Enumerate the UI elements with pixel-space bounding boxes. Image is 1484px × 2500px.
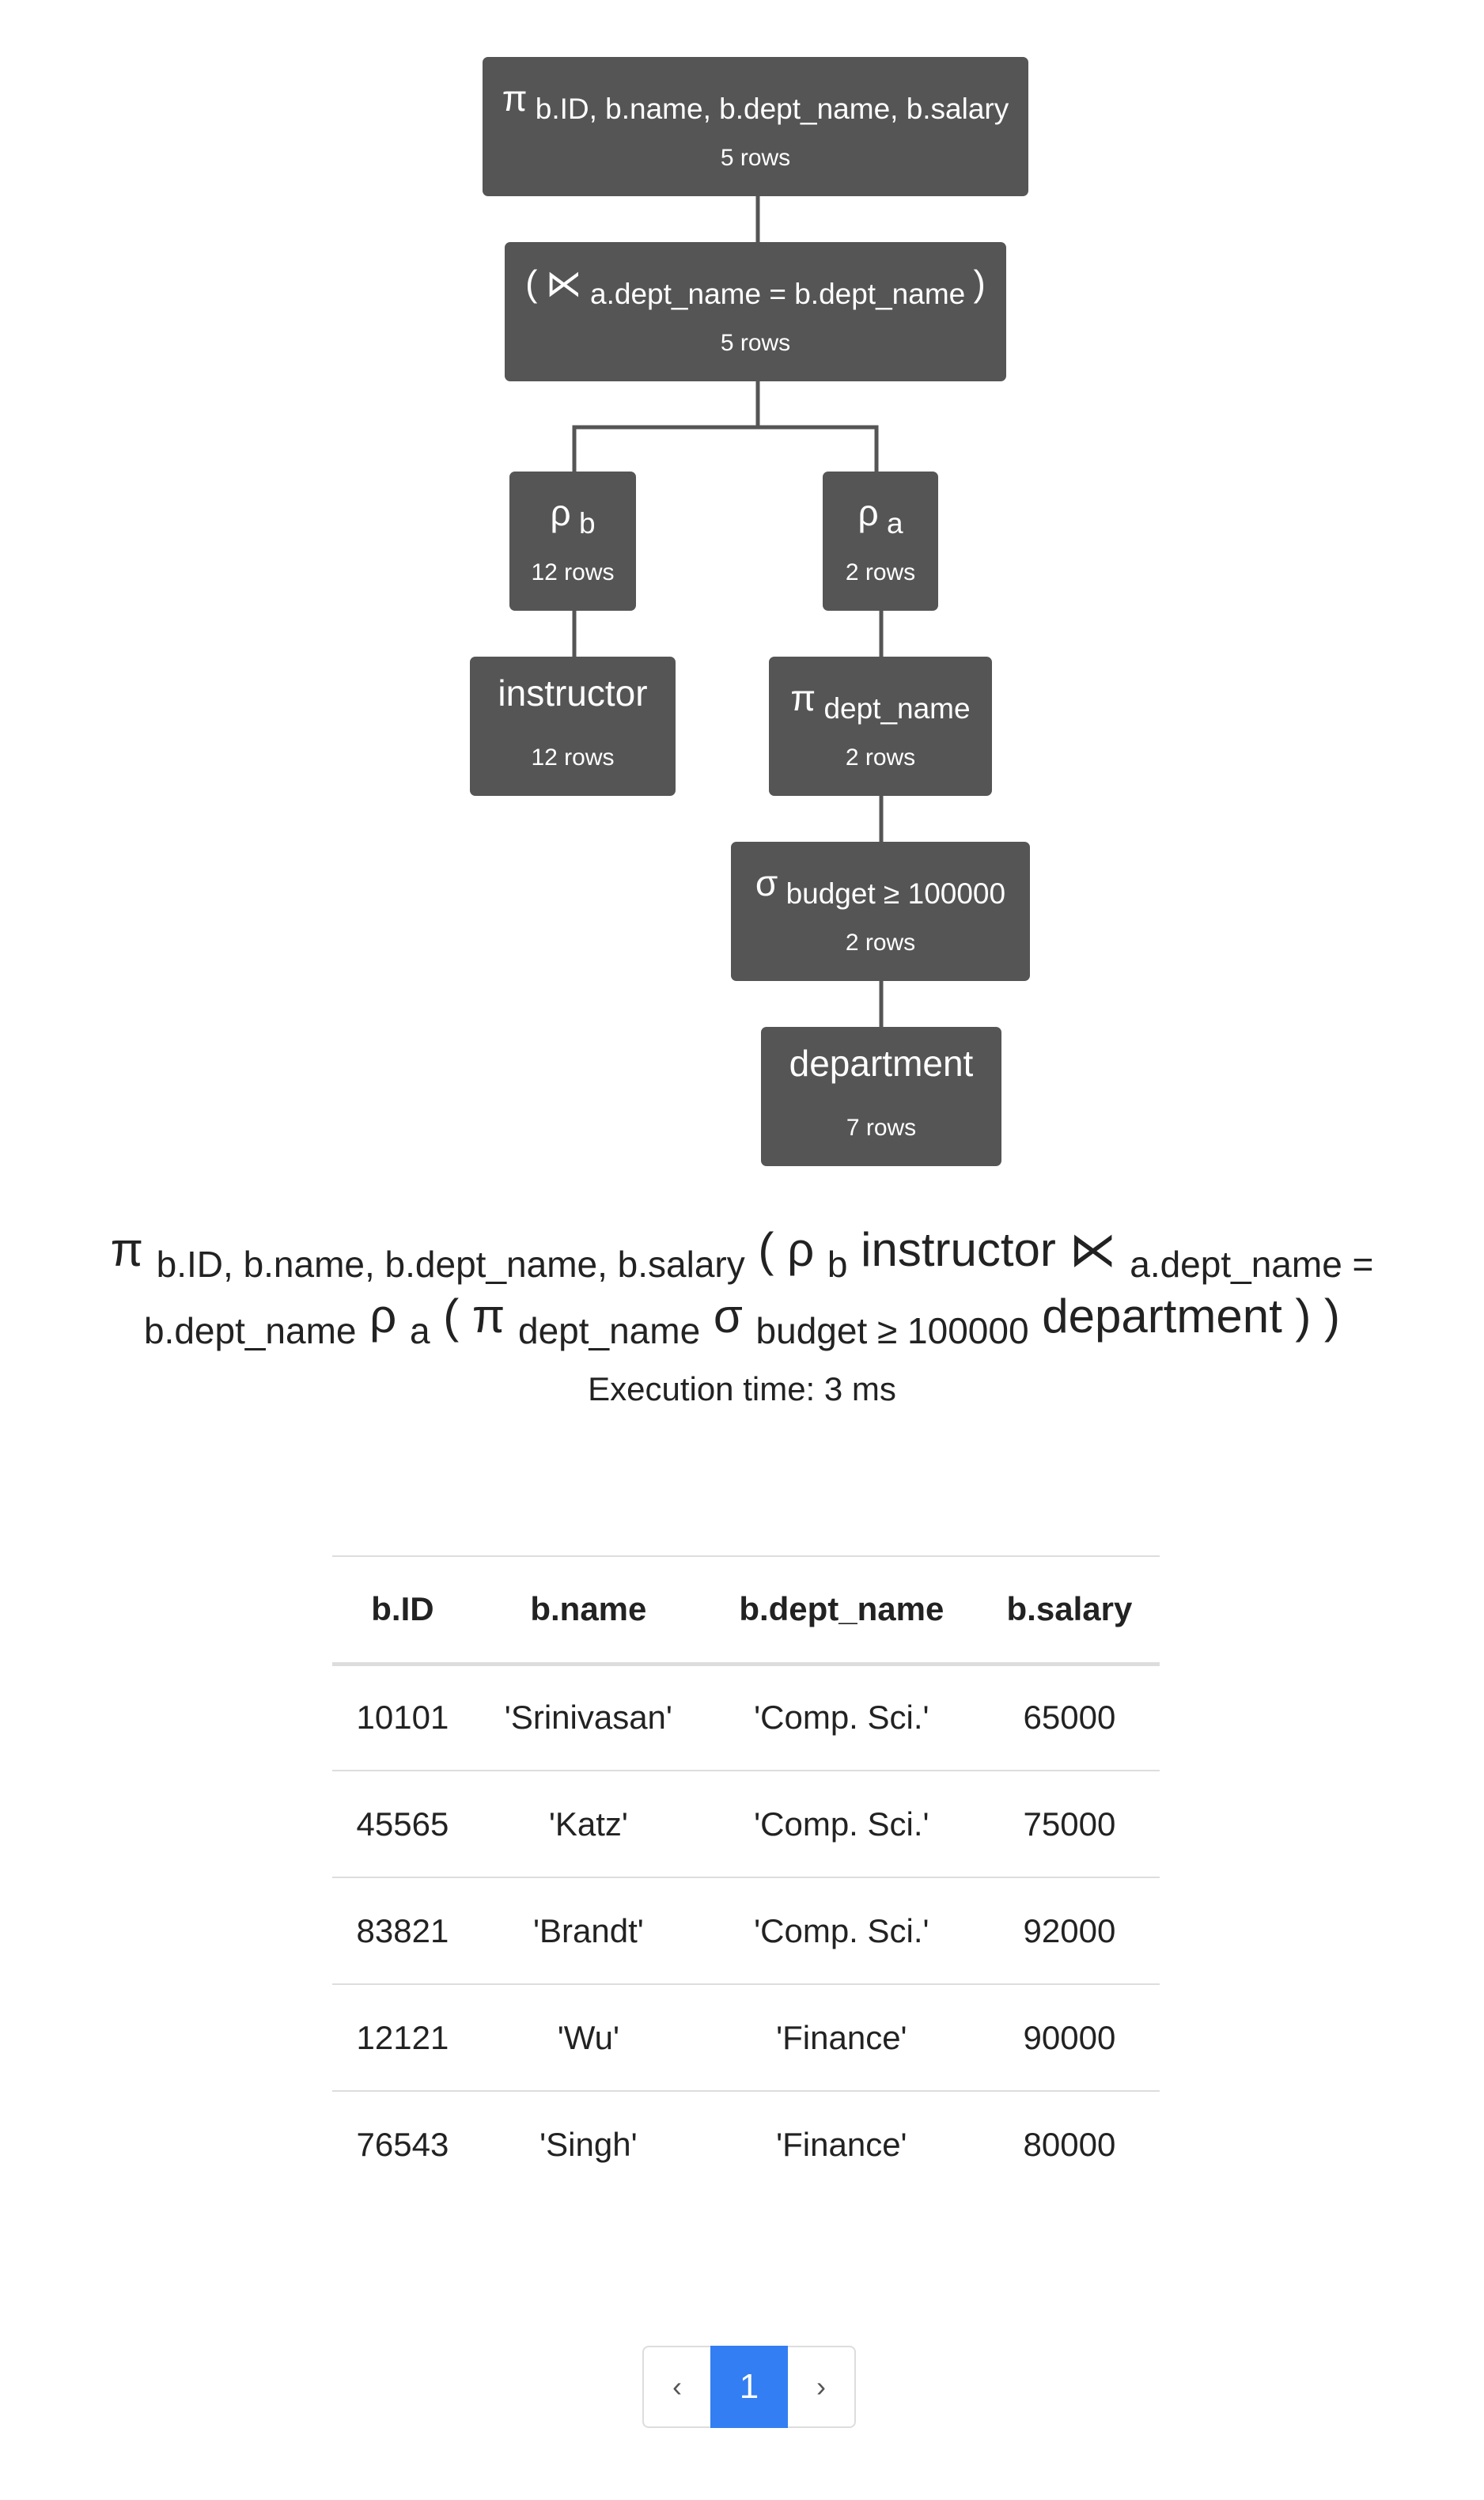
node-label: ( ⋉ a.dept_name = b.dept_name ): [505, 263, 1006, 310]
table-cell: 'Comp. Sci.': [754, 1911, 929, 1949]
join-condition: a.dept_name = b.dept_name: [590, 278, 966, 310]
row-count: 2 rows: [845, 744, 916, 771]
node-label: σ budget ≥ 100000: [731, 862, 1030, 910]
rename-operator: ρ: [857, 492, 879, 533]
table-row: 45565 'Katz' 'Comp. Sci.' 75000: [332, 1771, 1160, 1877]
selection-operator: σ: [713, 1290, 743, 1343]
join-condition: a.dept_name = b.dept_name: [143, 1244, 1374, 1351]
table-row: 12121 'Wu' 'Finance' 90000: [332, 1984, 1160, 2091]
tree-node-projection-root[interactable]: π b.ID, b.name, b.dept_name, b.salary 5 …: [483, 57, 1028, 196]
table-header-row: b.ID b.name b.dept_name b.salary: [332, 1556, 1160, 1664]
projection-attributes: b.ID, b.name, b.dept_name, b.salary: [156, 1244, 745, 1285]
previous-page-button[interactable]: ‹: [642, 2346, 710, 2428]
next-page-button[interactable]: ›: [788, 2346, 856, 2428]
rename-operator: ρ: [550, 492, 571, 533]
tree-node-projection-dept[interactable]: π dept_name 2 rows: [769, 657, 992, 796]
tree-node-selection[interactable]: σ budget ≥ 100000 2 rows: [731, 842, 1030, 981]
chevron-right-icon: ›: [816, 2370, 826, 2403]
rename-alias: b: [578, 507, 596, 540]
table-cell: 83821: [356, 1911, 449, 1949]
row-count: 7 rows: [846, 1115, 917, 1141]
row-count: 12 rows: [531, 559, 615, 585]
rename-alias: a: [409, 1310, 430, 1351]
node-label: π dept_name: [769, 677, 992, 725]
table-cell: 'Katz': [548, 1805, 628, 1843]
open-paren: (: [758, 1223, 774, 1276]
semijoin-operator: ⋉: [1069, 1223, 1117, 1276]
tree-node-semijoin[interactable]: ( ⋉ a.dept_name = b.dept_name ) 5 rows: [505, 242, 1006, 381]
semijoin-operator: ⋉: [545, 263, 582, 304]
relational-algebra-expression: π b.ID, b.name, b.dept_name, b.salary ( …: [55, 1218, 1429, 1351]
page-1-button[interactable]: 1: [710, 2346, 788, 2428]
tree-connectors: [572, 196, 884, 1027]
tree-node-rename-b[interactable]: ρ b 12 rows: [509, 472, 636, 611]
relation-name: department: [789, 1043, 974, 1084]
projection-attributes: b.ID, b.name, b.dept_name, b.salary: [535, 93, 1009, 125]
tree-node-department[interactable]: department 7 rows: [761, 1027, 1001, 1166]
table-cell: 'Srinivasan': [504, 1699, 672, 1737]
table-cell: 80000: [1023, 2126, 1116, 2163]
open-paren: (: [443, 1290, 460, 1343]
table-cell: 90000: [1023, 2018, 1116, 2056]
node-label: ρ a: [823, 492, 938, 540]
table-row: 76543 'Singh' 'Finance' 80000: [332, 2091, 1160, 2198]
table-cell: 92000: [1023, 1911, 1116, 1949]
projection-operator: π: [502, 78, 528, 119]
table-cell: 'Wu': [557, 2018, 619, 2056]
chevron-left-icon: ‹: [672, 2370, 682, 2403]
projection-attributes: dept_name: [823, 692, 971, 725]
relation-name: department: [1042, 1290, 1282, 1343]
table-cell: 'Singh': [539, 2126, 638, 2163]
result-table: b.ID b.name b.dept_name b.salary 10101 '…: [332, 1555, 1160, 2198]
table-cell: 'Brandt': [532, 1911, 644, 1949]
column-header[interactable]: b.salary: [1006, 1590, 1133, 1628]
rename-alias: a: [886, 507, 903, 540]
operator-tree: π b.ID, b.name, b.dept_name, b.salary 5 …: [0, 0, 1484, 1171]
projection-operator: π: [790, 677, 816, 718]
selection-condition: budget ≥ 100000: [786, 877, 1006, 910]
relation-name: instructor: [498, 672, 648, 714]
projection-attributes: dept_name: [517, 1310, 701, 1351]
rename-alias: b: [827, 1244, 848, 1285]
selection-condition: budget ≥ 100000: [755, 1310, 1029, 1351]
open-paren: (: [525, 263, 538, 304]
table-cell: 'Finance': [776, 2126, 907, 2163]
table-cell: 'Comp. Sci.': [754, 1805, 929, 1843]
rename-operator: ρ: [787, 1223, 815, 1276]
table-row: 83821 'Brandt' 'Comp. Sci.' 92000: [332, 1877, 1160, 1984]
table-cell: 'Comp. Sci.': [754, 1699, 929, 1737]
relation-name: instructor: [861, 1223, 1056, 1276]
connector-join-branches: [572, 381, 760, 472]
table-cell: 75000: [1023, 1805, 1116, 1843]
table-cell: 12121: [356, 2018, 449, 2056]
projection-operator: π: [110, 1223, 143, 1276]
close-parens: ) ): [1295, 1290, 1341, 1343]
row-count: 2 rows: [845, 559, 916, 585]
table-cell: 45565: [356, 1805, 449, 1843]
tree-node-instructor[interactable]: instructor 12 rows: [470, 657, 676, 796]
table-cell: 65000: [1023, 1699, 1116, 1737]
execution-time: Execution time: 3 ms: [588, 1370, 896, 1407]
node-label: ρ b: [509, 492, 636, 540]
row-count: 5 rows: [720, 330, 791, 356]
table-cell: 76543: [356, 2126, 449, 2163]
tree-node-rename-a[interactable]: ρ a 2 rows: [823, 472, 938, 611]
rename-operator: ρ: [369, 1290, 397, 1343]
row-count: 12 rows: [531, 744, 615, 771]
pagination: ‹ 1 ›: [642, 2346, 856, 2428]
column-header[interactable]: b.ID: [371, 1590, 434, 1628]
row-count: 2 rows: [845, 930, 916, 956]
column-header[interactable]: b.name: [530, 1590, 647, 1628]
node-label: π b.ID, b.name, b.dept_name, b.salary: [483, 78, 1028, 125]
connector-join-rho-a: [758, 425, 879, 472]
row-count: 5 rows: [720, 145, 791, 171]
table-cell: 10101: [356, 1699, 449, 1737]
projection-operator: π: [471, 1290, 505, 1343]
close-paren: ): [973, 263, 986, 304]
column-header[interactable]: b.dept_name: [739, 1590, 945, 1628]
table-row: 10101 'Srinivasan' 'Comp. Sci.' 65000: [332, 1664, 1160, 1771]
selection-operator: σ: [755, 862, 778, 903]
table-cell: 'Finance': [776, 2018, 907, 2056]
